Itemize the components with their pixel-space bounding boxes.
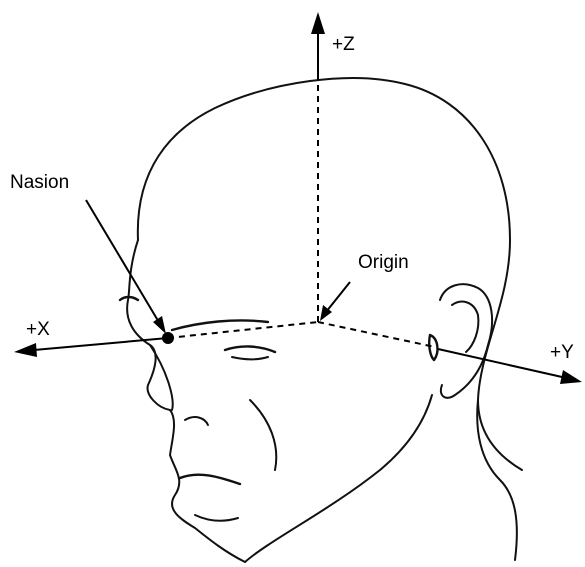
nostril xyxy=(185,417,208,425)
eyebrow xyxy=(172,320,268,330)
nasion-label: Nasion xyxy=(10,172,69,193)
x-axis-label: +X xyxy=(26,319,50,340)
jaw-line xyxy=(245,395,432,562)
origin-label: Origin xyxy=(358,252,409,273)
eye-lower xyxy=(232,357,268,359)
x-arrowhead xyxy=(14,343,37,357)
cheek-line xyxy=(250,400,276,470)
origin-ear-dashed xyxy=(318,322,435,347)
nasion-leader-arrowhead xyxy=(153,316,166,334)
ear-marker-icon xyxy=(429,335,437,360)
eye xyxy=(225,346,275,352)
y-axis-label: +Y xyxy=(550,342,574,363)
origin-leader xyxy=(326,282,350,312)
nasion-leader xyxy=(86,200,160,324)
face-profile xyxy=(127,240,245,562)
nasion-point xyxy=(162,332,174,344)
mouth xyxy=(180,475,240,484)
ear-inner xyxy=(452,302,478,352)
y-arrowhead xyxy=(560,370,582,384)
chin-crease xyxy=(195,515,238,521)
head-outline xyxy=(138,78,522,470)
y-axis xyxy=(438,349,562,377)
neck-line xyxy=(477,400,517,560)
z-arrowhead xyxy=(311,12,325,34)
z-axis-label: +Z xyxy=(332,34,355,55)
